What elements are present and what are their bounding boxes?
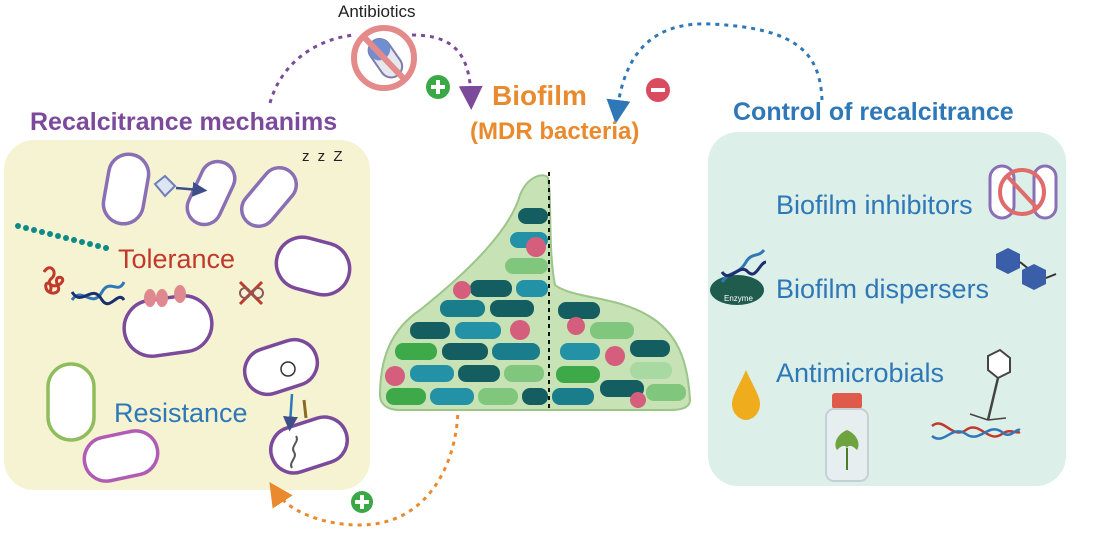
control-panel <box>708 132 1066 486</box>
bacteriophage-icon <box>931 348 1021 440</box>
antibiotics-arrow-left <box>268 33 356 104</box>
biofilm-subtitle: (MDR bacteria) <box>470 118 640 145</box>
biofilm-title: Biofilm <box>492 80 587 111</box>
no-antibiotics-icon <box>351 25 417 91</box>
resistance-label: Resistance <box>114 398 248 428</box>
plus-sign-icon-bottom <box>351 491 373 513</box>
drop-icon <box>732 370 760 420</box>
bacteria-cells-left <box>46 152 352 483</box>
plant-extract-jar-icon <box>825 393 869 482</box>
molecule-icon <box>996 248 1057 290</box>
biofilm-illustration <box>378 172 692 411</box>
antibiotics-label: Antibiotics <box>338 2 416 21</box>
biofilm-inhibitors-label: Biofilm inhibitors <box>776 190 973 220</box>
control-of-recalcitrance-title: Control of recalcitrance <box>733 98 1014 126</box>
biofilm-inhibitor-icon <box>988 164 1058 220</box>
antimicrobials-label: Antimicrobials <box>776 358 945 388</box>
plus-sign-icon <box>426 75 450 99</box>
tolerance-label: Tolerance <box>118 244 236 274</box>
control-arrow <box>606 22 824 124</box>
recalcitrance-mechanisms-title: Recalcitrance mechanims <box>30 108 338 136</box>
tolerance-symbols <box>15 174 308 469</box>
sleep-zzz-label: z z Z <box>302 148 345 165</box>
biofilm-dispersers-label: Biofilm dispersers <box>776 274 990 304</box>
minus-sign-icon <box>646 78 670 102</box>
antibiotics-arrow-right <box>411 33 483 110</box>
enzyme-icon <box>710 248 767 305</box>
enzyme-label: Enzyme <box>724 294 753 303</box>
